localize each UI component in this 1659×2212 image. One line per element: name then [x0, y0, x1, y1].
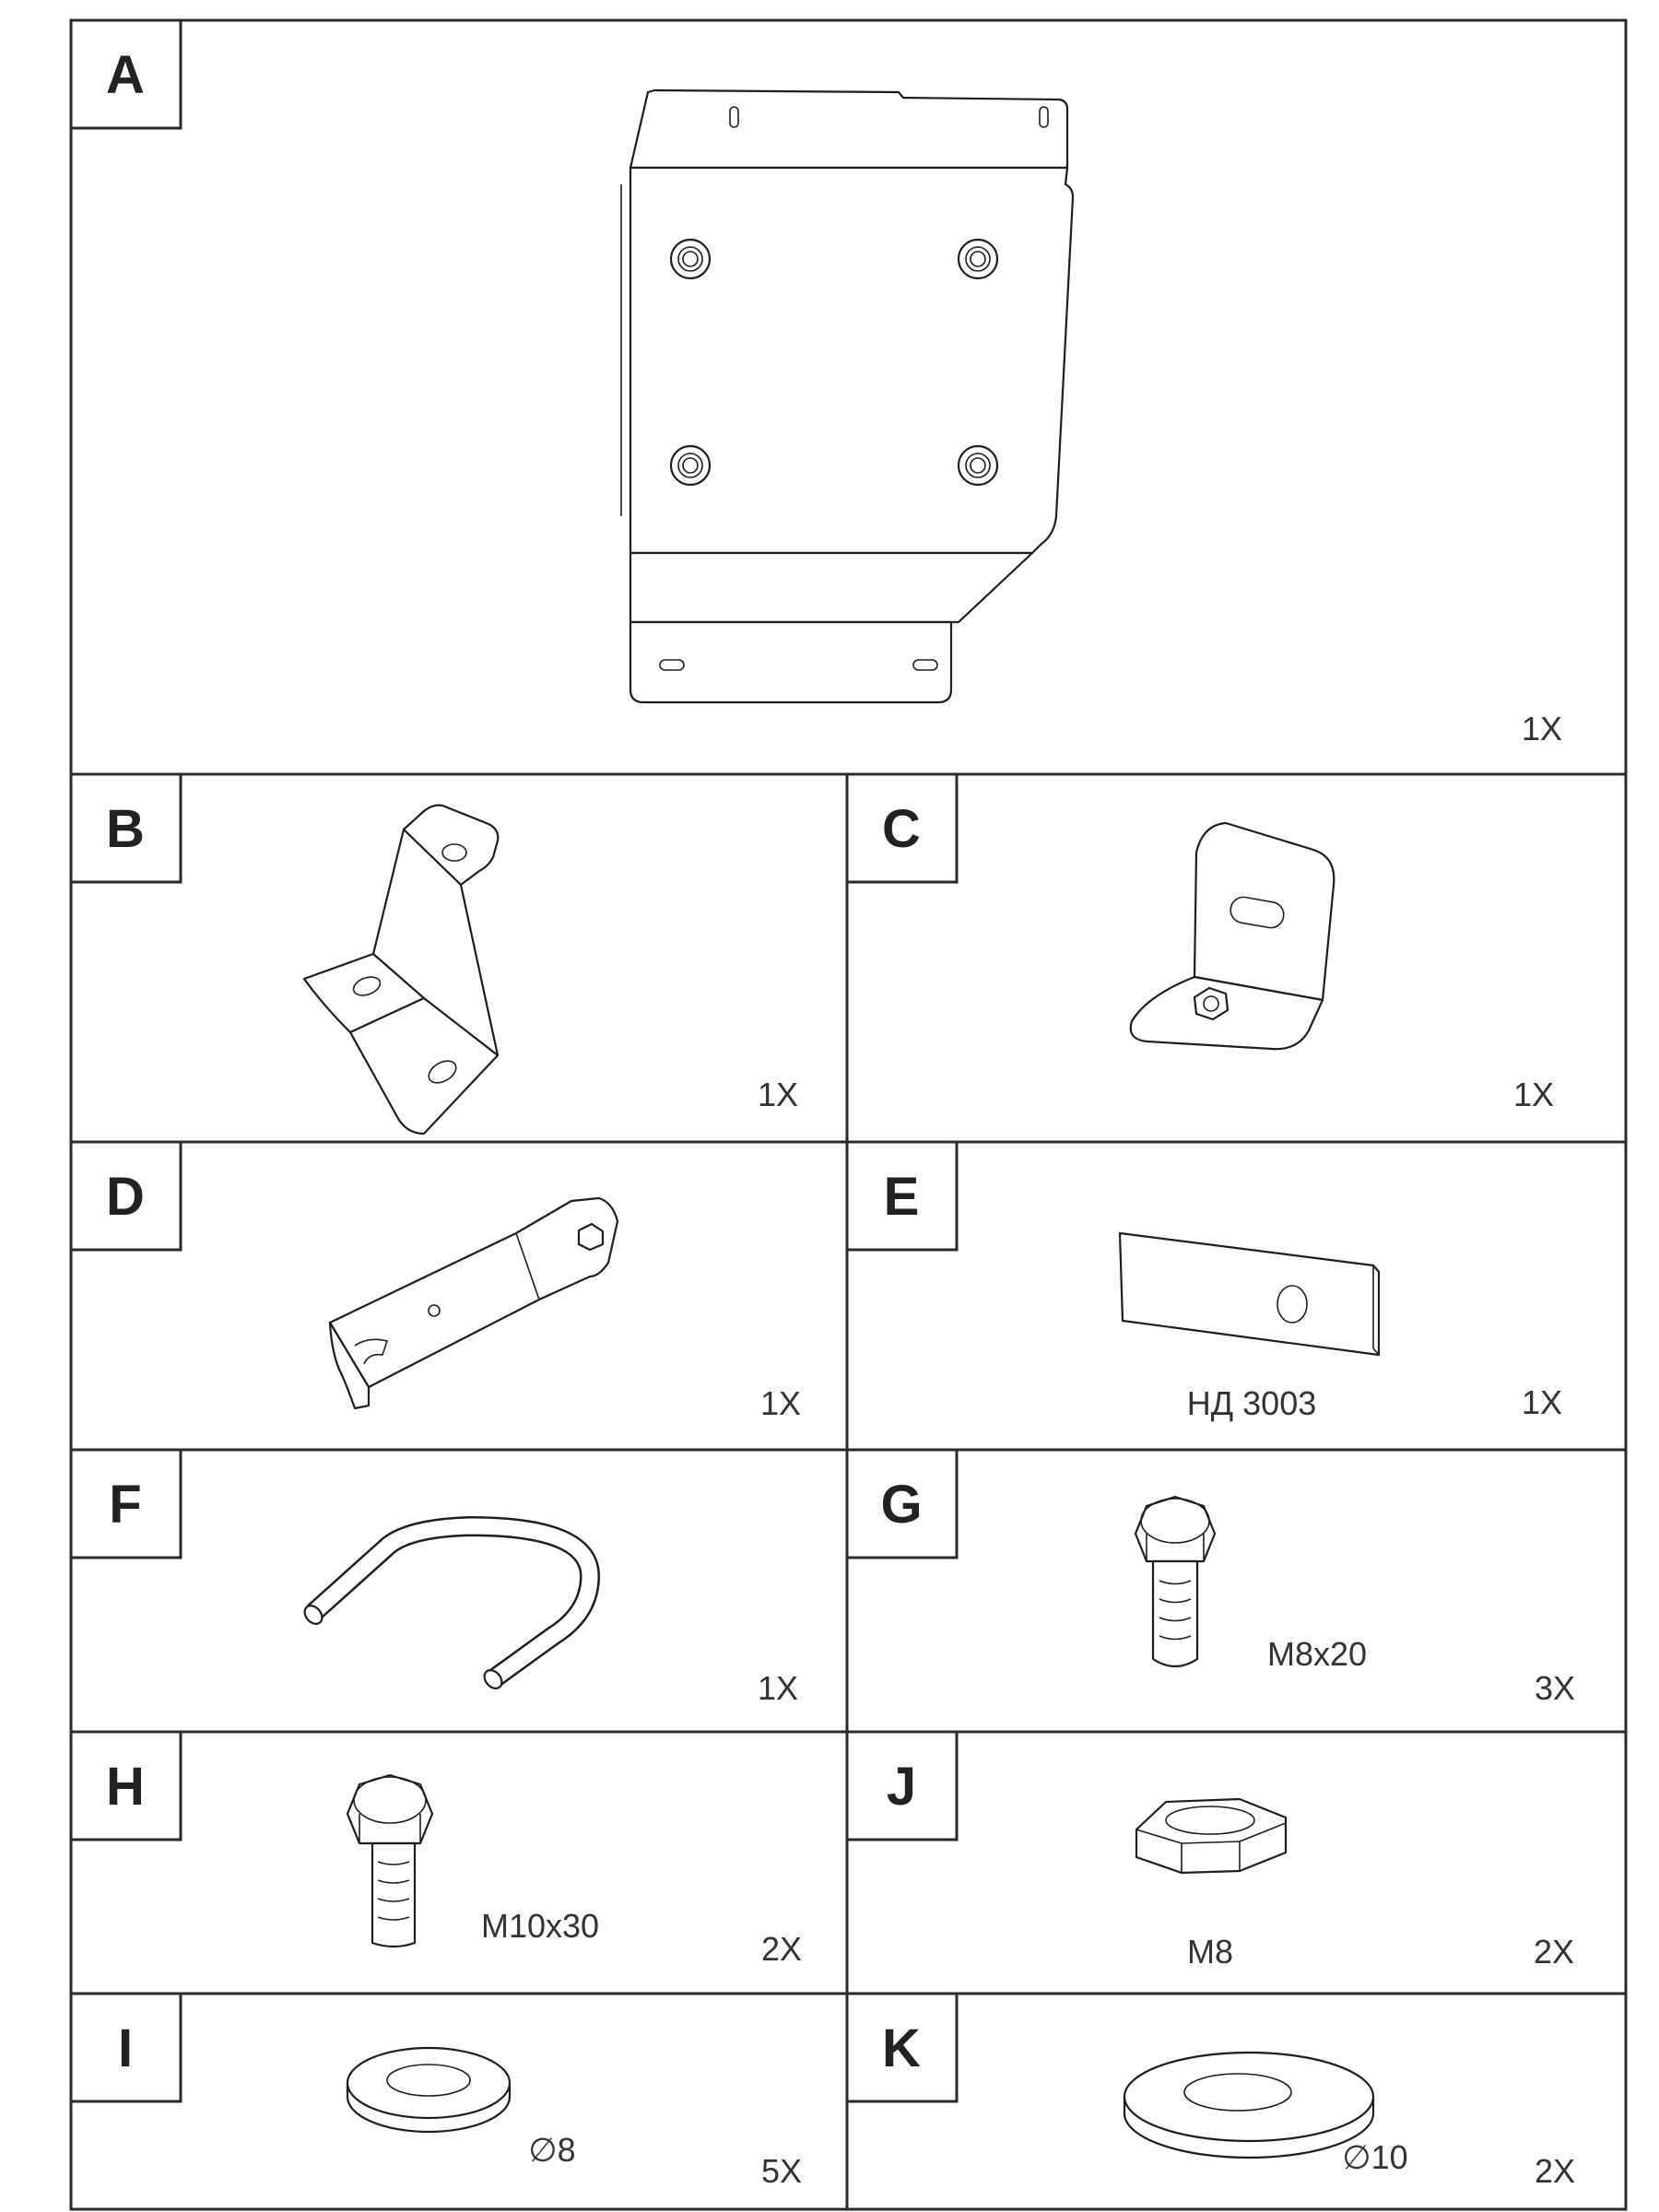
part-letter-i: I [118, 2018, 133, 2078]
part-letter-k: K [882, 2018, 921, 2078]
quantity-k: 2X [1535, 2152, 1575, 2190]
quantity-c: 1X [1513, 1076, 1554, 1113]
spec-e: НД 3003 [1187, 1384, 1316, 1422]
part-letter-d: D [106, 1167, 145, 1227]
angle-bracket-c-drawing [1129, 821, 1335, 1051]
bolt-m10-drawing [346, 1773, 434, 1948]
grid-frame [69, 18, 1628, 2211]
spec-k: ∅10 [1342, 2138, 1407, 2176]
quantity-j: 2X [1534, 1933, 1574, 1971]
label-boxes [69, 18, 959, 2103]
washer-10-drawing [1123, 2051, 1375, 2159]
part-letter-g: G [880, 1475, 922, 1535]
part-letter-a: A [106, 45, 145, 105]
skid-plate-drawing [620, 88, 1075, 704]
u-bolt-drawing [303, 1515, 601, 1689]
bolt-m8-drawing [1134, 1495, 1217, 1668]
part-letter-e: E [884, 1167, 920, 1227]
part-letter-j: J [887, 1757, 916, 1817]
washer-8-drawing [346, 2046, 512, 2134]
spec-h: M10x30 [481, 1907, 599, 1945]
nut-m8-drawing [1135, 1797, 1288, 1875]
quantity-i: 5X [761, 2152, 802, 2190]
plate-holes [669, 238, 999, 487]
quantity-h: 2X [761, 1930, 802, 1968]
part-letter-h: H [106, 1757, 145, 1817]
bracket-b-drawing [302, 804, 500, 1135]
quantity-g: 3X [1535, 1669, 1575, 1707]
part-letter-b: B [106, 799, 145, 859]
quantity-e: 1X [1522, 1383, 1562, 1421]
spec-i: ∅8 [528, 2131, 575, 2169]
quantity-b: 1X [758, 1076, 798, 1113]
part-letter-c: C [882, 799, 921, 859]
spacer-plate-e-drawing [1118, 1231, 1381, 1357]
quantity-d: 1X [760, 1384, 801, 1422]
quantity-f: 1X [758, 1669, 798, 1707]
bracket-d-drawing [328, 1196, 619, 1410]
spec-g: M8x20 [1267, 1635, 1367, 1673]
part-letter-f: F [109, 1475, 141, 1535]
spec-j: M8 [1187, 1933, 1233, 1971]
quantity-a: 1X [1522, 710, 1562, 747]
